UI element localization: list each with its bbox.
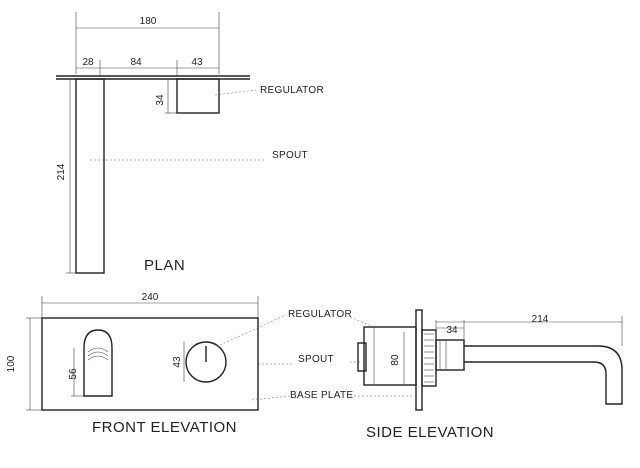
plan-dim-b: 84	[130, 57, 142, 68]
plan-regulator-body	[176, 78, 220, 114]
side-base-plate	[415, 309, 423, 411]
front-reg-h-dim: 43	[172, 356, 183, 368]
front-spout-label: SPOUT	[298, 354, 334, 365]
plan-reg-depth-dim: 34	[155, 94, 166, 106]
base-plate-label: BASE PLATE	[290, 390, 353, 401]
front-width-dim: 240	[142, 292, 159, 303]
front-spout-outlet	[83, 329, 113, 397]
plan-dim-a: 28	[82, 57, 94, 68]
front-regulator-leader	[219, 314, 287, 346]
front-regulator-label: REGULATOR	[288, 309, 352, 320]
plan-regulator-leader	[214, 89, 257, 96]
plan-spout-len-dim: 214	[56, 163, 67, 180]
front-title: FRONT ELEVATION	[92, 419, 237, 436]
side-reg-depth-dim: 34	[446, 325, 458, 336]
plan-total-dim: 180	[140, 16, 157, 27]
plan-dim-c: 43	[191, 57, 203, 68]
front-height-dim: 100	[6, 355, 17, 372]
side-height-dim: 80	[390, 354, 401, 366]
side-elevation-view: 80 34 214 SIDE ELEVATION	[349, 309, 623, 441]
plan-spout-body	[75, 78, 105, 274]
plan-title: PLAN	[144, 257, 185, 274]
front-spout-h-dim: 56	[68, 368, 79, 380]
plan-regulator-label: REGULATOR	[260, 85, 324, 96]
side-spout-len-dim: 214	[532, 314, 549, 325]
front-elevation-view: 240 100 56 43 FRONT ELEVATION	[6, 292, 294, 436]
front-regulator-knob	[185, 341, 227, 383]
plan-view: 180 28 84 43 34 214 REGULATOR SPOUT PLAN	[56, 12, 324, 274]
side-title: SIDE ELEVATION	[366, 424, 494, 441]
plan-spout-label: SPOUT	[272, 150, 308, 161]
side-spout-pipe	[464, 345, 623, 405]
